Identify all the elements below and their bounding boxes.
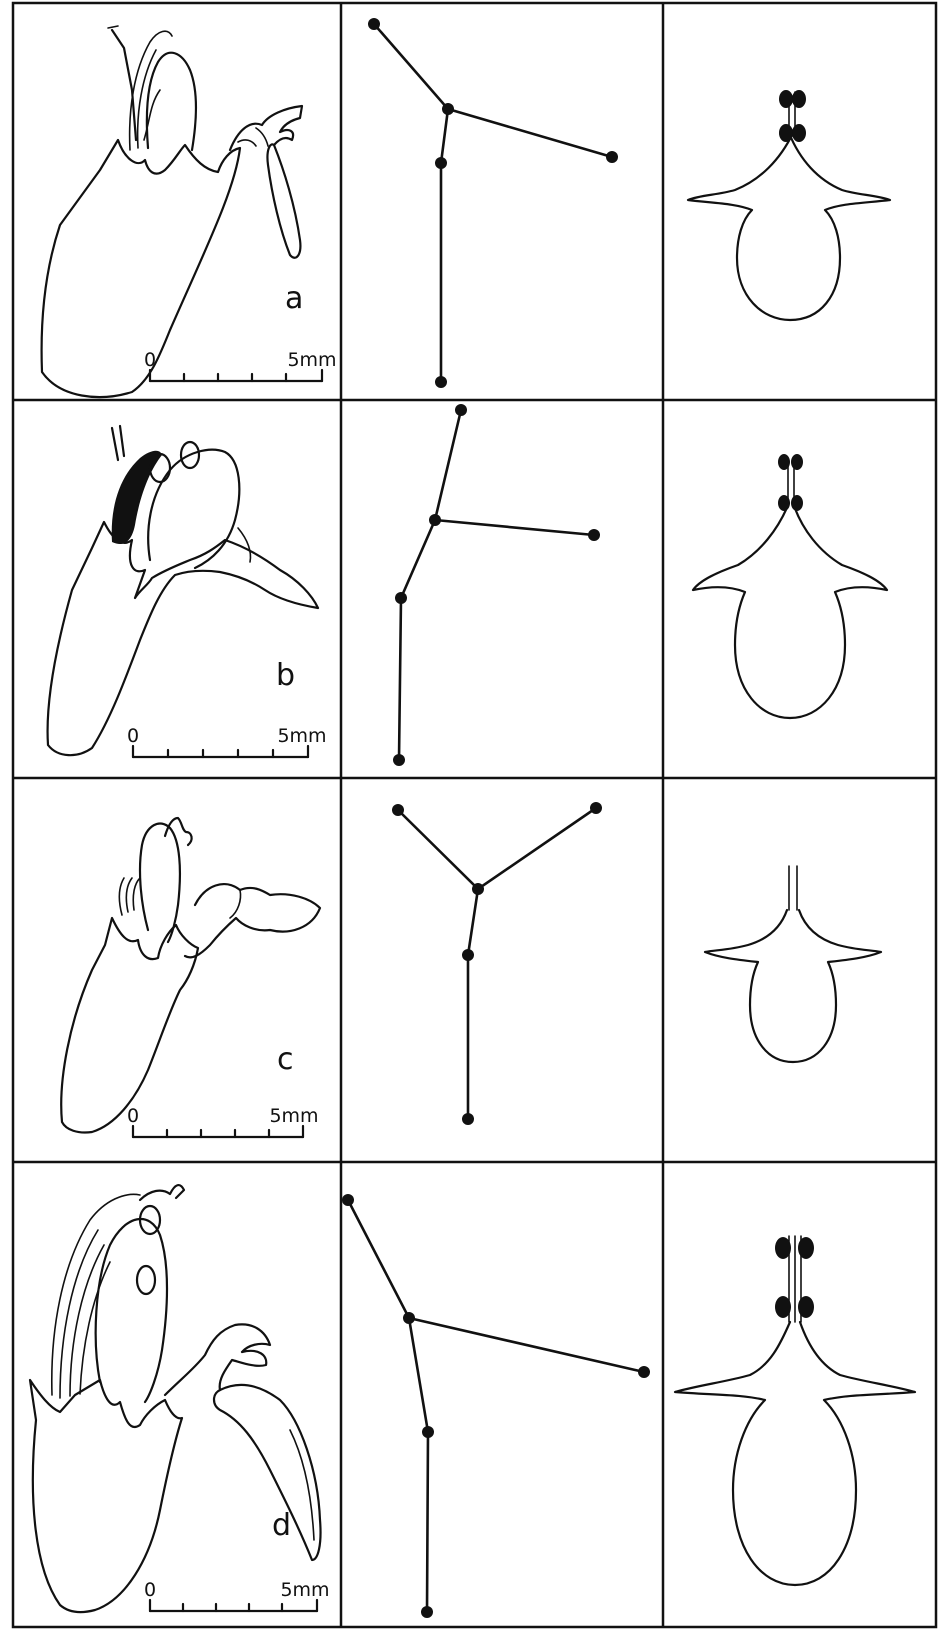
branch-diagram-a [368, 18, 618, 388]
node-b-2 [429, 514, 441, 526]
node-d-3 [638, 1366, 650, 1378]
node-a-2 [442, 103, 454, 115]
scale-start-b: 0 [127, 725, 139, 747]
scale-start-d: 0 [144, 1579, 156, 1601]
row-b: b 0 5mm [48, 404, 887, 766]
scale-bar-a: 0 5mm [144, 349, 337, 381]
node-a-4 [435, 157, 447, 169]
node-c-3 [472, 883, 484, 895]
scale-end-b: 5mm [277, 725, 326, 747]
row-c: c 0 5mm [61, 802, 881, 1137]
panel-label-c: c [277, 1042, 294, 1077]
flower-drawing-b [48, 426, 318, 755]
node-c-4 [462, 949, 474, 961]
scale-bar-b: 0 5mm [127, 725, 327, 757]
row-a: a 0 5mm [42, 18, 890, 397]
scale-end-c: 5mm [269, 1105, 318, 1127]
corolla-outline-d [675, 1236, 915, 1585]
scale-start-c: 0 [127, 1105, 139, 1127]
row-d: d 0 5mm [30, 1185, 915, 1618]
scale-end-d: 5mm [280, 1579, 329, 1601]
corolla-outline-a [688, 90, 890, 320]
scale-bar-c: 0 5mm [127, 1105, 319, 1137]
node-a-5 [435, 376, 447, 388]
flower-drawing-c [61, 818, 320, 1133]
panel-grid [13, 3, 936, 1627]
branch-diagram-d [342, 1194, 650, 1618]
panel-label-a: a [285, 281, 303, 316]
corolla-outline-c [705, 866, 881, 1062]
node-c-2 [590, 802, 602, 814]
node-a-1 [368, 18, 380, 30]
branch-diagram-c [392, 802, 602, 1125]
panel-label-b: b [276, 658, 295, 693]
node-d-5 [421, 1606, 433, 1618]
node-b-4 [395, 592, 407, 604]
node-b-1 [455, 404, 467, 416]
scale-end-a: 5mm [287, 349, 336, 371]
node-b-3 [588, 529, 600, 541]
flower-drawing-d [30, 1185, 321, 1612]
node-d-4 [422, 1426, 434, 1438]
panel-label-d: d [272, 1508, 291, 1543]
node-d-1 [342, 1194, 354, 1206]
node-d-2 [403, 1312, 415, 1324]
scale-start-a: 0 [144, 349, 156, 371]
branch-diagram-b [393, 404, 600, 766]
node-c-5 [462, 1113, 474, 1125]
node-c-1 [392, 804, 404, 816]
flower-drawing-a [42, 26, 302, 397]
node-a-3 [606, 151, 618, 163]
corolla-outline-b [693, 454, 887, 718]
node-b-5 [393, 754, 405, 766]
scale-bar-d: 0 5mm [144, 1579, 330, 1611]
